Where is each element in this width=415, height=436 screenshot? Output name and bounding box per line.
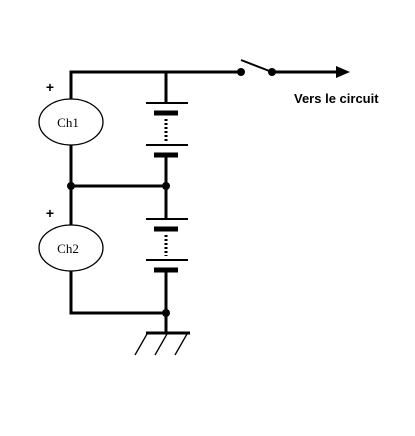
ground-icon bbox=[134, 331, 190, 356]
channel-2-ellipse bbox=[38, 224, 104, 272]
junction-dots bbox=[67, 182, 170, 317]
junction-dot-middle-right bbox=[162, 182, 170, 190]
channel-2-polarity: + bbox=[46, 205, 54, 221]
ground-hatch-1 bbox=[134, 333, 148, 356]
channel-1-label: Ch1 bbox=[57, 115, 79, 130]
battery-stack-1 bbox=[146, 102, 188, 158]
battery-stack-2 bbox=[146, 218, 188, 273]
switch-contact-left bbox=[237, 68, 245, 76]
junction-dot-bottom bbox=[162, 309, 170, 317]
channel-1-polarity: + bbox=[46, 79, 54, 95]
channel-1-ellipse bbox=[38, 98, 104, 146]
output-label: Vers le circuit bbox=[294, 91, 379, 106]
wires bbox=[69, 70, 342, 335]
channel-2-label: Ch2 bbox=[57, 241, 79, 256]
ground-hatch-3 bbox=[174, 333, 188, 356]
switch-lever bbox=[240, 59, 273, 73]
junction-dot-middle-left bbox=[67, 182, 75, 190]
ground-hatch-2 bbox=[154, 333, 168, 356]
switch bbox=[237, 59, 276, 76]
output-arrow-icon bbox=[336, 66, 350, 78]
